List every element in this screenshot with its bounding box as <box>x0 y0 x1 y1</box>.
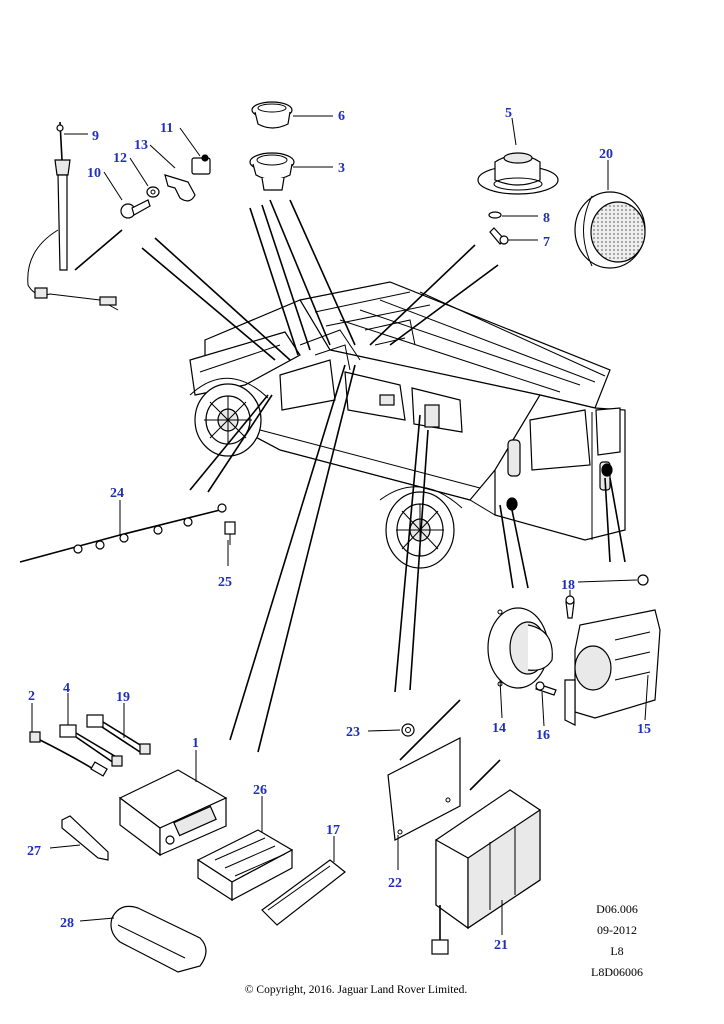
callout-12: 12 <box>113 151 127 166</box>
radio-1 <box>118 769 228 857</box>
callout-2: 2 <box>28 689 35 704</box>
reference-image-id: L8D06006 <box>591 965 643 979</box>
callout-labels: 1 2 3 4 5 6 7 8 9 10 11 12 13 14 15 16 1… <box>27 106 651 953</box>
reference-code: D06.006 <box>596 902 638 916</box>
clip-25 <box>224 521 236 545</box>
callout-5: 5 <box>505 106 512 121</box>
nut-23 <box>401 723 415 737</box>
callout-24: 24 <box>110 486 124 501</box>
callout-14: 14 <box>492 721 506 736</box>
lead-19 <box>86 714 151 755</box>
callout-16: 16 <box>536 728 550 743</box>
panel-17 <box>261 859 346 926</box>
callout-leaders <box>31 115 649 935</box>
vehicle-illustration <box>189 281 626 569</box>
bracket-27 <box>61 815 109 861</box>
reference-level: L8 <box>610 944 623 958</box>
callout-23: 23 <box>346 725 360 740</box>
callout-4: 4 <box>63 681 70 696</box>
callout-21: 21 <box>494 938 508 953</box>
reference-date: 09-2012 <box>597 923 637 937</box>
screw-10 <box>120 199 151 219</box>
callout-20: 20 <box>599 147 613 162</box>
speaker-6 <box>251 101 293 129</box>
callout-26: 26 <box>253 783 267 798</box>
screw-16 <box>535 681 557 696</box>
screw-18 <box>565 574 649 619</box>
washer-8 <box>488 211 502 219</box>
callout-22: 22 <box>388 876 402 891</box>
callout-7: 7 <box>543 235 550 250</box>
callout-17: 17 <box>326 823 340 838</box>
washer-12 <box>146 186 160 198</box>
callout-25: 25 <box>218 575 232 590</box>
leader-lines <box>74 199 626 791</box>
callout-19: 19 <box>116 690 130 705</box>
screw-7 <box>489 227 509 245</box>
callout-27: 27 <box>27 844 41 859</box>
unit-26 <box>196 829 294 902</box>
callout-6: 6 <box>338 109 345 124</box>
callout-9: 9 <box>92 129 99 144</box>
lead-4 <box>59 724 123 767</box>
clip-13 <box>164 174 196 202</box>
reference-block: D06.006 09-2012 L8 L8D06006 <box>591 902 643 979</box>
lead-2 <box>29 731 108 777</box>
callout-13: 13 <box>134 138 148 153</box>
speaker-box-15 <box>564 609 661 726</box>
callout-3: 3 <box>338 161 345 176</box>
speaker-14 <box>487 607 553 689</box>
clip-11 <box>191 154 211 175</box>
plate-22 <box>387 737 461 841</box>
speaker-grille-20 <box>574 191 646 269</box>
callout-1: 1 <box>192 736 199 751</box>
speaker-5 <box>477 152 559 195</box>
callout-15: 15 <box>637 722 651 737</box>
callout-10: 10 <box>87 166 101 181</box>
callout-8: 8 <box>543 211 550 226</box>
callout-18: 18 <box>561 578 575 593</box>
case-28 <box>110 905 207 973</box>
callout-11: 11 <box>160 121 173 136</box>
harness-24 <box>19 503 227 563</box>
speaker-3 <box>249 152 295 191</box>
antenna-assembly <box>27 121 119 311</box>
amplifier-21 <box>431 789 541 955</box>
copyright-notice: © Copyright, 2016. Jaguar Land Rover Lim… <box>245 984 468 996</box>
callout-28: 28 <box>60 916 74 931</box>
